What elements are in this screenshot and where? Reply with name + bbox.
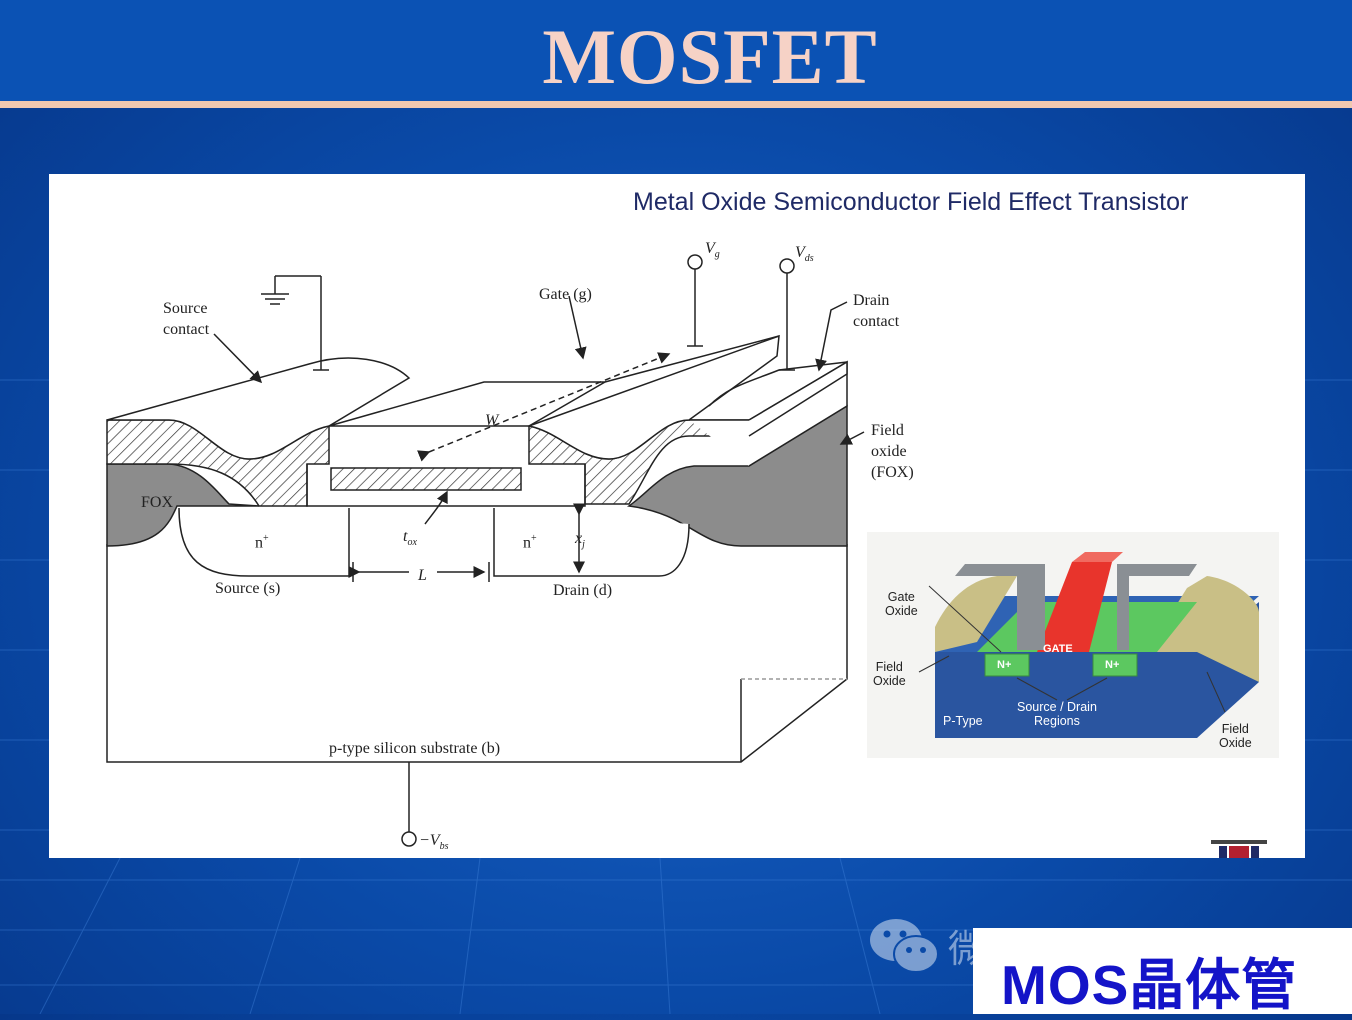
figure-heading: Metal Oxide Semiconductor Field Effect T… — [633, 188, 1189, 216]
tox-subscript: ox — [407, 537, 417, 549]
drain-label: Drain (d) — [553, 582, 613, 599]
slide-title: MOSFET — [542, 13, 878, 100]
vg-subscript: g — [714, 249, 720, 261]
n-plus-drain-label: n+ — [523, 528, 537, 553]
brand-text: MOS晶体管 — [1001, 954, 1298, 1016]
inset-source-drain-label: Source / Drain Regions — [1017, 700, 1097, 728]
source-contact-label: Source contact — [163, 300, 210, 338]
substrate-label: p-type silicon substrate (b) — [329, 740, 501, 757]
vbs-subscript: bs — [439, 841, 449, 853]
vbs-symbol: −V — [419, 832, 440, 849]
xj-subscript: j — [582, 539, 585, 551]
tox-label: tox — [403, 526, 417, 553]
inset-n-plus-right-label: N+ — [1105, 659, 1120, 671]
inset-drawing — [867, 532, 1279, 758]
drain-contact-label: Drain contact — [853, 292, 900, 330]
source-label: Source (s) — [215, 580, 281, 597]
brand-box: MOS晶体管 — [973, 928, 1352, 1016]
vg-label: Vg — [705, 238, 720, 265]
n-plus-drain-sup: + — [531, 533, 537, 544]
n-plus-source-sup: + — [263, 533, 269, 544]
vg-symbol: V — [705, 240, 715, 257]
w-label: W — [485, 412, 499, 429]
tox-symbol: t — [403, 528, 408, 545]
inset-field-oxide-right-label: Field Oxide — [1219, 722, 1252, 750]
n-plus-source-label: n+ — [255, 528, 269, 553]
title-bar — [0, 0, 1352, 103]
title-divider — [0, 101, 1352, 108]
gate-label: Gate (g) — [539, 286, 592, 303]
university-logo — [1211, 840, 1267, 858]
figure-panel: Metal Oxide Semiconductor Field Effect T… — [49, 174, 1305, 858]
inset-gate-label: GATE — [1043, 643, 1073, 655]
fox-label: FOX — [141, 494, 174, 511]
xj-label: xj — [575, 528, 585, 555]
l-label: L — [418, 567, 427, 584]
n-plus-source-n: n — [255, 534, 263, 552]
inset-n-plus-left-label: N+ — [997, 659, 1012, 671]
wechat-icon — [870, 919, 939, 973]
n-plus-drain-n: n — [523, 534, 531, 552]
mosfet-cross-section — [106, 254, 865, 847]
inset-gate-oxide-label: Gate Oxide — [885, 590, 918, 618]
vds-symbol: V — [795, 244, 805, 261]
xj-symbol: x — [575, 530, 583, 547]
inset-field-oxide-left-label: Field Oxide — [873, 660, 906, 688]
vds-subscript: ds — [804, 253, 814, 265]
inset-p-type-label: P-Type — [943, 714, 983, 728]
field-oxide-label: Field oxide (FOX) — [871, 422, 914, 481]
vds-label: Vds — [795, 242, 814, 269]
vbs-label: −Vbs — [419, 830, 448, 857]
inset-3d-mosfet: Gate Oxide GATE N+ N+ Field Oxide Source… — [867, 532, 1279, 758]
